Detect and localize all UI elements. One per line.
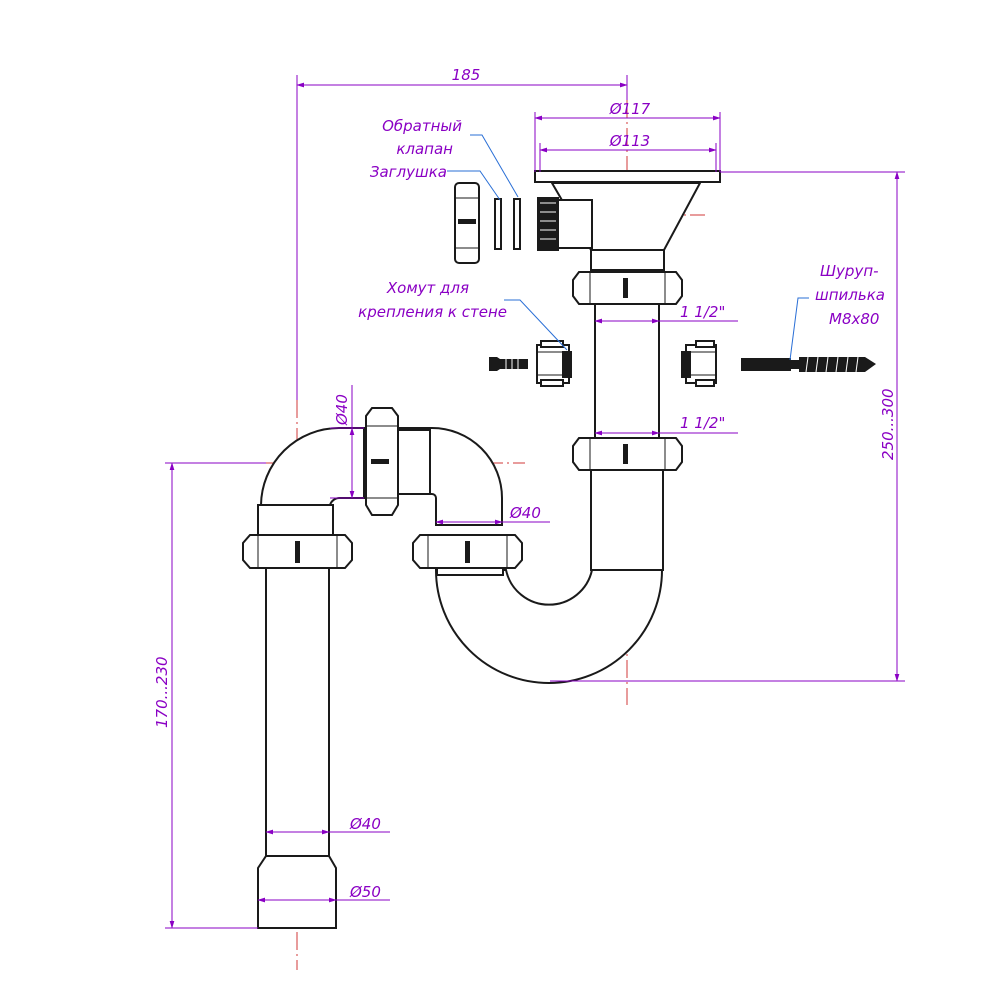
dimension-texts: 185 Ø117 Ø113 1 1/2" 1 1/2" Ø40 Ø40 Ø50 … (153, 66, 897, 901)
sink-strainer (534, 170, 721, 271)
thread-flange (537, 197, 559, 251)
dim-dia-40-tail: Ø40 (349, 815, 381, 833)
stud-screw (741, 356, 876, 373)
left-nut (242, 504, 353, 569)
dim-height-250-300: 250...300 (879, 388, 897, 460)
dim-dia-50-tail: Ø50 (349, 883, 381, 901)
wall-clamp-right (681, 340, 717, 387)
dimension-lines (165, 75, 905, 929)
riser-pipe (572, 271, 683, 571)
dim-height-170-230: 170...230 (153, 656, 171, 728)
dim-dia-40-inlet: Ø40 (333, 394, 351, 426)
dim-dia-117: Ø117 (609, 100, 651, 118)
label-check-valve-line1: Обратный (382, 117, 462, 135)
dim-thread-lower: 1 1/2" (680, 414, 725, 432)
label-stud-screw-line3: М8х80 (829, 310, 879, 328)
callout-labels: Обратный клапан Заглушка Хомут для крепл… (358, 117, 885, 328)
dim-185: 185 (452, 66, 481, 84)
label-check-valve-line2: клапан (396, 140, 453, 158)
tail-pipe (257, 567, 337, 929)
plug-cap (454, 182, 480, 264)
dim-dia-113: Ø113 (609, 132, 650, 150)
trap-nut (412, 534, 523, 569)
label-stud-screw-line2: шпилька (815, 286, 885, 304)
small-screw (489, 357, 528, 371)
label-plug: Заглушка (370, 163, 447, 181)
label-wall-clamp-line1: Хомут для (386, 279, 469, 297)
outlet-elbow (259, 407, 503, 526)
label-stud-screw-line1: Шуруп- (820, 262, 879, 280)
u-trap (434, 554, 664, 684)
check-valve-parts (494, 198, 521, 250)
dim-dia-40-elbow: Ø40 (509, 504, 541, 522)
wall-clamp-left (536, 340, 572, 387)
dim-thread-upper: 1 1/2" (680, 303, 725, 321)
label-wall-clamp-line2: крепления к стене (358, 303, 507, 321)
leader-lines (447, 134, 809, 361)
